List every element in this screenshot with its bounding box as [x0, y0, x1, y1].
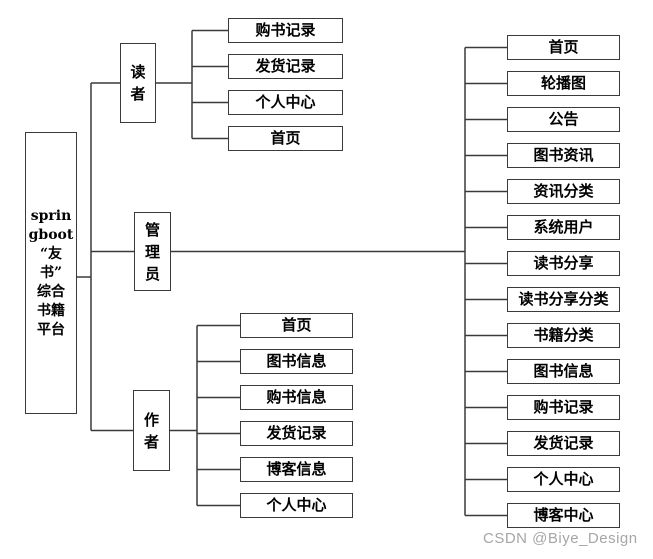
author-leaf: 首页 [240, 313, 353, 338]
reader-node: 读 者 [120, 43, 156, 123]
admin-leaf: 公告 [507, 107, 620, 132]
admin-leaf: 图书信息 [507, 359, 620, 384]
root-node: sprin gboot “友 书” 综合 书籍 平台 [25, 132, 77, 414]
author-node: 作 者 [133, 390, 170, 471]
admin-leaf: 个人中心 [507, 467, 620, 492]
admin-leaf: 发货记录 [507, 431, 620, 456]
author-leaf: 发货记录 [240, 421, 353, 446]
admin-leaf: 资讯分类 [507, 179, 620, 204]
reader-leaf: 发货记录 [228, 54, 343, 79]
admin-leaf: 购书记录 [507, 395, 620, 420]
admin-leaf: 读书分享分类 [507, 287, 620, 312]
admin-leaf: 轮播图 [507, 71, 620, 96]
admin-leaf: 书籍分类 [507, 323, 620, 348]
admin-leaf: 博客中心 [507, 503, 620, 528]
watermark: CSDN @Biye_Design [483, 530, 638, 547]
author-leaf: 购书信息 [240, 385, 353, 410]
admin-leaf: 图书资讯 [507, 143, 620, 168]
author-leaf: 图书信息 [240, 349, 353, 374]
reader-leaf: 首页 [228, 126, 343, 151]
admin-node: 管 理 员 [134, 212, 171, 291]
author-leaf: 博客信息 [240, 457, 353, 482]
reader-leaf: 购书记录 [228, 18, 343, 43]
admin-leaf: 读书分享 [507, 251, 620, 276]
author-leaf: 个人中心 [240, 493, 353, 518]
admin-leaf: 系统用户 [507, 215, 620, 240]
reader-leaf: 个人中心 [228, 90, 343, 115]
admin-leaf: 首页 [507, 35, 620, 60]
